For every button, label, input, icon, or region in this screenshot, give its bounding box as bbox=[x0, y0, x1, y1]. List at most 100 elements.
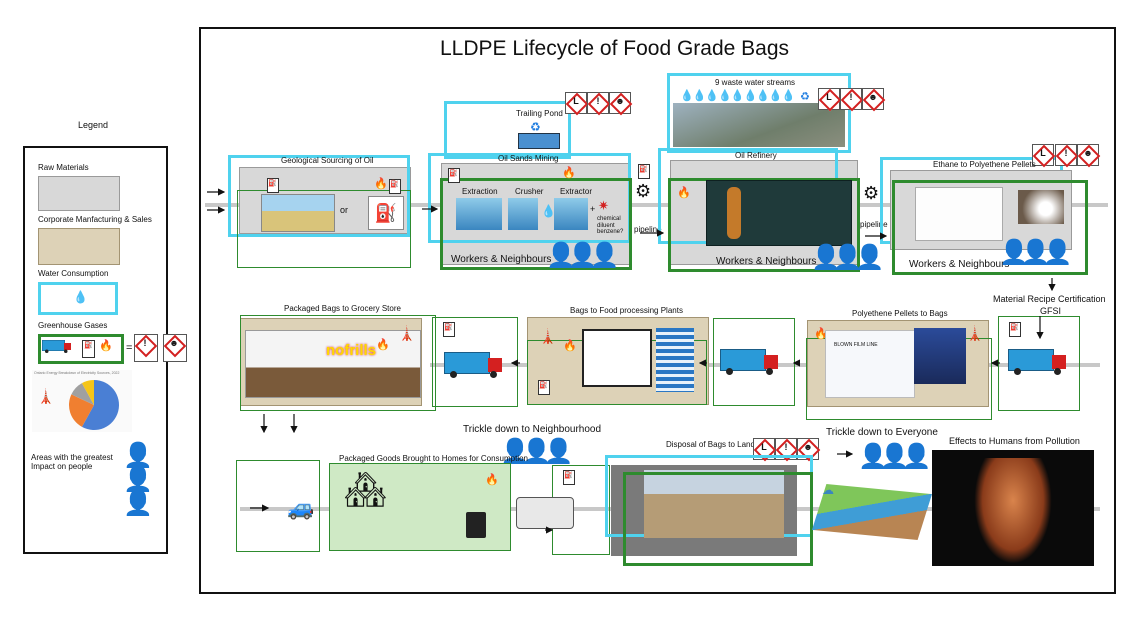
refinery-fire-icon: 🔥 bbox=[677, 187, 691, 199]
refinery-ghg-box bbox=[668, 178, 860, 272]
wastewater-water-box bbox=[667, 73, 851, 153]
oil-sands-fire-icon: 🔥 bbox=[562, 167, 576, 179]
homes-label: Packaged Goods Brought to Homes for Cons… bbox=[339, 454, 528, 463]
chemical-label: chemical diluent benzene? bbox=[597, 216, 624, 236]
workers-label-3: Workers & Neighbours bbox=[909, 259, 1010, 270]
effects-label: Effects to Humans from Pollution bbox=[949, 436, 1080, 446]
pie-slice-0 bbox=[81, 380, 119, 430]
ghs-ethane-1: L bbox=[1032, 144, 1056, 168]
landfill-ghg-box bbox=[623, 472, 813, 566]
legend-equals: = bbox=[126, 342, 133, 354]
truck3-pump-icon: ⛽ bbox=[443, 322, 455, 337]
ghs-sands-1: L bbox=[565, 92, 589, 116]
fire-icon: 🔥 bbox=[99, 340, 113, 352]
grocery-label: Packaged Bags to Grocery Store bbox=[284, 304, 401, 313]
people-icon-3: 👤👤👤 bbox=[999, 239, 1073, 266]
legend-heading: Legend bbox=[78, 120, 109, 130]
sands-pump-icon: ⛽ bbox=[448, 168, 460, 183]
ghs-refinery-1: L bbox=[818, 88, 842, 112]
main-frame bbox=[199, 27, 1116, 594]
ghs-sands-2: ! bbox=[587, 92, 611, 116]
sands-water-drop-icon: 💧 bbox=[541, 204, 556, 218]
geo-ghg-box bbox=[237, 190, 411, 268]
disposal-label: Disposal of Bags to Landfill bbox=[666, 440, 763, 449]
bags-food-pylon-icon: 🗼 bbox=[539, 328, 557, 344]
legend-panel: Raw Materials Corporate Manfacturing & S… bbox=[23, 146, 187, 554]
trailing-pond-water-box bbox=[444, 101, 571, 159]
pie-slice-1 bbox=[69, 394, 94, 427]
legend-raw-swatch bbox=[38, 176, 120, 211]
process-chart-photo bbox=[656, 328, 694, 392]
geo-fire-icon: 🔥 bbox=[374, 178, 388, 190]
gear-icon-2: ⚙ bbox=[863, 183, 880, 203]
bags-food-fire-icon: 🔥 bbox=[563, 340, 577, 352]
workers-label-2: Workers & Neighbours bbox=[716, 256, 817, 267]
crusher-photo bbox=[508, 198, 538, 230]
pie-caption: Ontario Energy Breakdown of Electricity … bbox=[34, 371, 120, 375]
legend-corporate-label: Corporate Manfacturing & Sales bbox=[38, 215, 152, 224]
grocery-store-photo: nofrills bbox=[245, 330, 421, 398]
people-icon-5: 👤👤👤 bbox=[858, 443, 932, 470]
pellets-bags-label: Polyethene Pellets to Bags bbox=[852, 309, 948, 318]
bags-food-label: Bags to Food processing Plants bbox=[570, 306, 683, 315]
recycle-icon: ♻ bbox=[530, 120, 541, 134]
car-ghg-box bbox=[236, 460, 320, 552]
wastewater-label: 9 waste water streams bbox=[715, 78, 796, 87]
geo-label: Geological Sourcing of Oil bbox=[281, 156, 374, 165]
refinery-aerial-photo bbox=[673, 103, 845, 147]
store-name: nofrills bbox=[326, 342, 377, 359]
legend-ghg-label: Greenhouse Gases bbox=[38, 321, 108, 330]
extraction-label: Extraction bbox=[462, 187, 498, 196]
plus-sign: + bbox=[590, 204, 596, 214]
pie-slice-3 bbox=[81, 380, 94, 405]
houses-icon: 🏘 bbox=[344, 471, 388, 509]
grocery-pylon-icon: 🗼 bbox=[398, 325, 416, 341]
pipeline-label-1: pipeline bbox=[634, 225, 662, 234]
geo-or: or bbox=[340, 205, 349, 215]
effects-photo bbox=[932, 450, 1094, 566]
ghs-landfill-1: L bbox=[753, 438, 777, 462]
waste-drops-icon: 💧💧💧💧💧💧💧💧💧 bbox=[680, 90, 795, 102]
health-hazard-icon: ☻ bbox=[163, 334, 187, 362]
ethane-label: Ethane to Polyethene Pellets bbox=[933, 160, 1036, 169]
sands-pump-icon-2: ⛽ bbox=[638, 164, 650, 179]
ethane-ghg-box bbox=[892, 180, 1088, 275]
exclamation-hazard-icon: ! bbox=[134, 334, 158, 362]
legend-water-label: Water Consumption bbox=[38, 269, 109, 278]
grocery-ghg-box bbox=[240, 315, 436, 411]
pump-icon: ⛽ bbox=[82, 340, 95, 358]
blown-film-photo: BLOWN FILM LINE bbox=[825, 330, 915, 398]
trickle-everyone-label: Trickle down to Everyone bbox=[826, 427, 938, 438]
rain-cloud-icon: ☁ bbox=[822, 483, 834, 497]
trash-can-icon bbox=[466, 512, 486, 538]
garbage-truck-icon bbox=[516, 497, 574, 529]
gfsi-label: GFSI bbox=[1040, 306, 1062, 316]
garbage-pump-icon: ⛽ bbox=[563, 470, 575, 485]
excavator-photo bbox=[456, 198, 502, 230]
flow-line-top bbox=[205, 203, 1108, 207]
ecosystem-photo bbox=[812, 484, 932, 540]
grocery-fire-icon: 🔥 bbox=[376, 339, 390, 351]
landfill-photo bbox=[644, 470, 784, 538]
water-drop-icon: 💧 bbox=[73, 290, 88, 304]
gear-icon-1: ⚙ bbox=[635, 181, 652, 201]
legend-impact-label: Areas with the greatest Impact on people bbox=[31, 453, 113, 471]
people-icon-4: 👤👤👤 bbox=[500, 438, 574, 465]
factory-icon bbox=[582, 329, 652, 387]
bags-food-pump-icon: ⛽ bbox=[538, 380, 550, 395]
legend-raw-label: Raw Materials bbox=[38, 163, 89, 172]
ghs-ethane-2: ! bbox=[1055, 144, 1079, 168]
trailing-pond-label: Trailing Pond bbox=[516, 109, 563, 118]
legend-corporate-swatch bbox=[38, 228, 120, 265]
workers-label-1: Workers & Neighbours bbox=[451, 254, 552, 265]
ghs-refinery-3: ☻ bbox=[862, 88, 886, 112]
ghs-ethane-3: ☻ bbox=[1077, 144, 1101, 168]
pond-icon bbox=[518, 133, 560, 149]
refinery-label: Oil Refinery bbox=[735, 151, 777, 160]
pylon-icon: 🗼 bbox=[37, 388, 55, 404]
geo-water-box bbox=[228, 155, 410, 237]
recycle-icon-2: ♻ bbox=[800, 91, 810, 103]
ghs-refinery-2: ! bbox=[840, 88, 864, 112]
refinery-diagram-photo bbox=[706, 180, 852, 246]
